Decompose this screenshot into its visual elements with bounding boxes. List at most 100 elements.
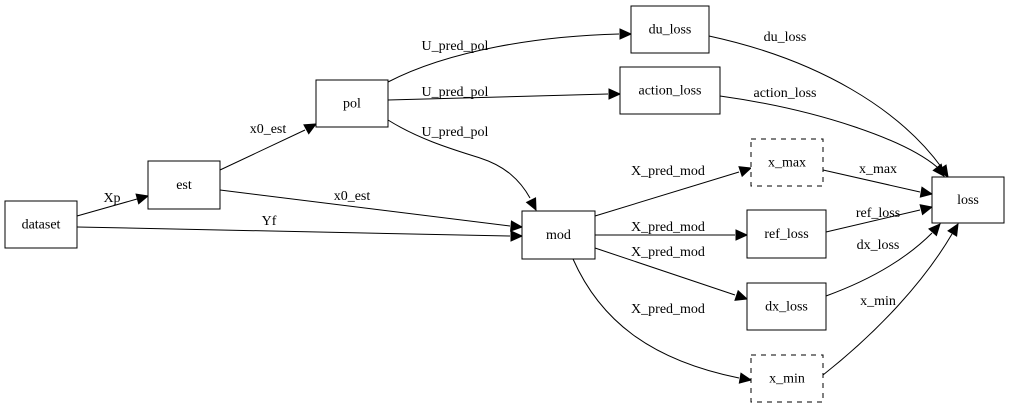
edge-label: x_max xyxy=(859,162,897,177)
arrowhead-icon xyxy=(932,163,945,177)
arrowhead-icon xyxy=(135,193,150,205)
edge-x_max-loss: x_max xyxy=(822,162,934,198)
arrowhead-icon xyxy=(510,220,524,232)
arrowhead-icon xyxy=(919,186,934,198)
node-box[interactable] xyxy=(746,209,827,259)
edge-dataset-mod: Yf xyxy=(76,214,524,242)
arrowhead-icon xyxy=(735,229,749,241)
edge-label: dx_loss xyxy=(857,238,900,253)
edge-line xyxy=(219,129,306,171)
node-label: x_max xyxy=(768,156,806,171)
node-label: dx_loss xyxy=(765,300,808,315)
node-box[interactable] xyxy=(4,200,78,249)
edge-est-pol: x0_est xyxy=(219,122,318,171)
edge-label: x_min xyxy=(860,294,896,309)
edge-dataset-est: Xp xyxy=(76,191,150,217)
edge-du_loss-loss: du_loss xyxy=(708,30,949,179)
node-box[interactable] xyxy=(147,160,221,210)
edge-label: x0_est xyxy=(334,189,371,204)
node-label: action_loss xyxy=(639,84,702,99)
edge-label: U_pred_pol xyxy=(422,85,489,100)
edge-mod-dx_loss: X_pred_mod xyxy=(594,245,749,301)
edge-mod-x_max: X_pred_mod xyxy=(594,164,753,217)
edge-line xyxy=(825,209,921,233)
node-label: pol xyxy=(343,97,361,112)
edge-label: U_pred_pol xyxy=(422,39,489,54)
edge-line xyxy=(708,35,943,169)
node-x-min[interactable]: x_min xyxy=(750,354,824,403)
arrowhead-icon xyxy=(608,88,622,100)
edge-pol-mod: U_pred_pol xyxy=(387,119,537,212)
arrowhead-icon xyxy=(919,204,934,216)
node-label: x_min xyxy=(769,372,805,387)
edge-action_loss-loss: action_loss xyxy=(719,86,945,177)
node-box[interactable] xyxy=(750,138,824,187)
edge-label: x0_est xyxy=(250,122,287,137)
node-x-max[interactable]: x_max xyxy=(750,138,824,187)
edge-line xyxy=(594,171,740,217)
edge-ref_loss-loss: ref_loss xyxy=(825,204,934,233)
edge-est-mod: x0_est xyxy=(219,189,524,232)
arrowhead-icon xyxy=(303,123,318,135)
arrowhead-icon xyxy=(525,197,537,212)
node-mod[interactable]: mod xyxy=(521,210,596,260)
edge-mod-ref_loss: X_pred_mod xyxy=(595,220,749,241)
arrowhead-icon xyxy=(928,223,941,237)
edge-line xyxy=(387,33,620,83)
node-est[interactable]: est xyxy=(147,160,221,210)
edge-label: action_loss xyxy=(754,86,817,101)
edge-line xyxy=(387,93,609,101)
edge-line xyxy=(387,119,531,199)
edge-pol-action_loss: U_pred_pol xyxy=(387,85,622,101)
node-box[interactable] xyxy=(630,5,710,54)
edge-label: X_pred_mod xyxy=(631,164,705,179)
arrowhead-icon xyxy=(734,289,749,301)
edge-line xyxy=(76,226,511,237)
edge-line xyxy=(719,95,938,168)
edge-label: Xp xyxy=(103,191,120,206)
edge-line xyxy=(572,258,740,379)
node-box[interactable] xyxy=(931,176,1005,224)
node-label: ref_loss xyxy=(764,227,808,242)
node-dx-loss[interactable]: dx_loss xyxy=(746,282,827,331)
node-box[interactable] xyxy=(746,282,827,331)
edge-label: Yf xyxy=(262,214,277,229)
node-box[interactable] xyxy=(750,354,824,403)
edge-line xyxy=(825,232,933,297)
edge-line xyxy=(594,247,736,296)
arrowhead-icon xyxy=(738,372,753,384)
arrowhead-icon xyxy=(510,230,524,242)
arrowhead-icon xyxy=(619,28,633,40)
edges-layer: XpYfx0_estx0_estU_pred_polU_pred_polU_pr… xyxy=(76,28,959,384)
node-box[interactable] xyxy=(521,210,596,260)
edge-x_min-loss: x_min xyxy=(822,222,959,376)
edge-mod-x_min: X_pred_mod xyxy=(572,258,753,384)
node-label: loss xyxy=(957,193,979,208)
edge-label: U_pred_pol xyxy=(422,125,489,140)
node-label: du_loss xyxy=(649,23,692,38)
edge-line xyxy=(822,233,953,376)
edge-label: du_loss xyxy=(764,30,807,45)
edge-line xyxy=(822,169,921,193)
edge-label: ref_loss xyxy=(856,206,900,221)
edge-label: X_pred_mod xyxy=(631,220,705,235)
edge-line xyxy=(219,189,511,227)
node-action-loss[interactable]: action_loss xyxy=(619,66,721,115)
edge-label: X_pred_mod xyxy=(631,245,705,260)
node-box[interactable] xyxy=(619,66,721,115)
node-box[interactable] xyxy=(315,79,389,128)
node-du-loss[interactable]: du_loss xyxy=(630,5,710,54)
edge-label: X_pred_mod xyxy=(631,302,705,317)
node-label: est xyxy=(176,178,192,193)
arrowhead-icon xyxy=(947,222,959,237)
arrowhead-icon xyxy=(738,166,753,178)
edge-line xyxy=(76,198,138,217)
node-loss[interactable]: loss xyxy=(931,176,1005,224)
node-pol[interactable]: pol xyxy=(315,79,389,128)
nodes-layer: dataset est pol mod du_loss action_loss x_maxr… xyxy=(4,5,1005,403)
node-label: mod xyxy=(546,228,571,243)
node-dataset[interactable]: dataset xyxy=(4,200,78,249)
edge-dx_loss-loss: dx_loss xyxy=(825,223,941,297)
node-ref-loss[interactable]: ref_loss xyxy=(746,209,827,259)
